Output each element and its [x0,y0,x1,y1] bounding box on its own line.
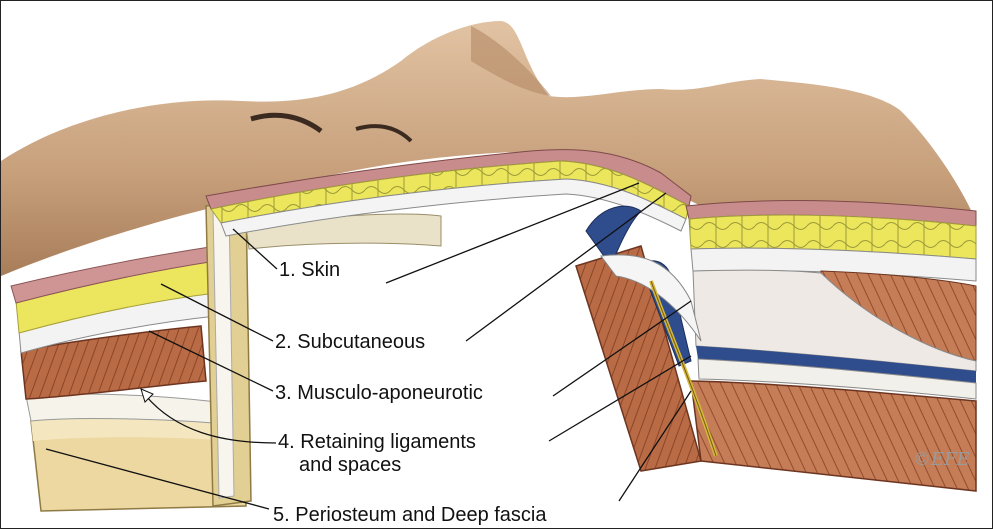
label-musculo-aponeurotic: 3. Musculo-aponeurotic [275,382,483,405]
leader-skin-2 [386,183,639,283]
label-musculo-text: Musculo-aponeurotic [297,382,483,404]
label-retaining-text: Retaining ligaments [300,431,476,453]
label-retaining-line2: and spaces [278,454,476,477]
label-retaining-line1: 4. Retaining ligaments [278,431,476,454]
label-subcutaneous: 2. Subcutaneous [275,331,425,354]
label-subcutaneous-num: 2. [275,331,292,353]
leader-ligament-1 [146,396,276,443]
label-periosteum-text: Periosteum and Deep fascia [295,504,546,526]
label-periosteum-num: 5. [273,504,290,526]
leader-smas-1 [149,331,273,391]
leader-skin-1 [233,229,277,269]
label-skin-num: 1. [279,259,296,281]
label-retaining-num: 4. [278,431,295,453]
label-skin: 1. Skin [279,259,340,282]
leader-subcutaneous-1 [161,284,273,341]
leader-subcutaneous-2 [466,193,666,341]
label-periosteum: 5. Periosteum and Deep fascia [273,504,547,527]
label-subcutaneous-text: Subcutaneous [297,331,425,353]
label-skin-text: Skin [301,259,340,281]
label-musculo-num: 3. [275,382,292,404]
label-retaining-ligaments: 4. Retaining ligaments and spaces [278,431,476,477]
leader-smas-2 [553,301,691,396]
copyright-watermark: ©EFE [913,449,970,470]
leader-periosteum-2 [619,391,691,501]
leader-ligament-arrowhead [141,389,153,402]
leader-ligament-2 [549,356,691,441]
leader-periosteum-1 [46,449,269,509]
